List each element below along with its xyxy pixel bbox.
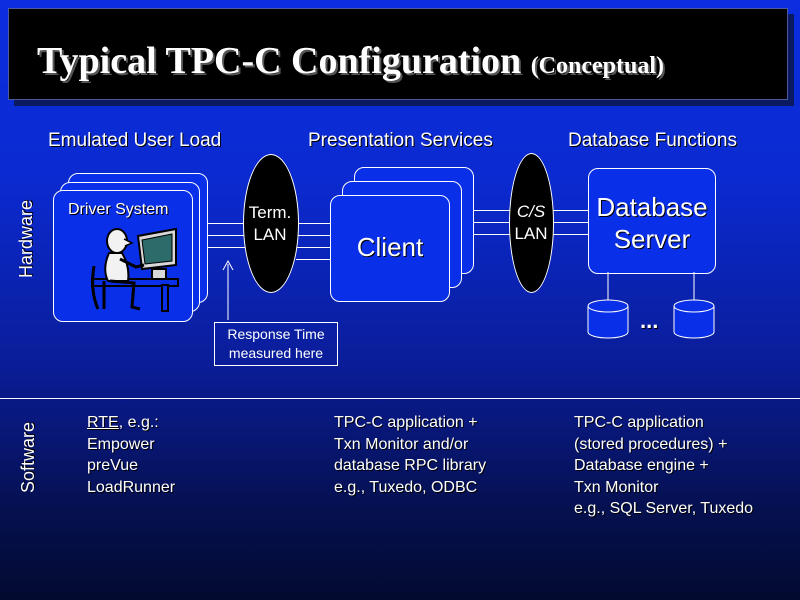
cs-lan-label: C/S LAN (500, 201, 562, 245)
rte-suffix: , e.g.: (118, 414, 159, 431)
software-left-line: LoadRunner (87, 478, 176, 496)
response-time-arrow-icon (222, 259, 234, 320)
slide-title: Typical TPC-C Configuration (Conceptual) (37, 39, 664, 83)
software-rte-line: RTE, e.g.: (87, 412, 175, 434)
software-right-line: Txn Monitor (574, 478, 659, 496)
software-middle-line: e.g., Tuxedo, ODBC (334, 478, 478, 496)
title-main: Typical TPC-C Configuration (37, 40, 522, 82)
client-label: Client (356, 232, 424, 262)
user-at-computer-icon (91, 227, 179, 312)
row-label-software: Software (18, 421, 38, 493)
database-server-line1: Database (596, 192, 708, 222)
database-server-label: Database Server (589, 191, 715, 255)
disk-icon (587, 299, 629, 339)
software-presentation-services: TPC-C application + Txn Monitor and/or d… (334, 412, 486, 498)
connector-line (296, 259, 332, 260)
column-heading-emulated-user-load: Emulated User Load (48, 130, 222, 151)
disks-more-ellipsis: ... (640, 308, 659, 333)
software-right-line: (stored procedures) + (574, 435, 728, 453)
software-right-line: Database engine + (574, 457, 709, 474)
database-server-line2: Server (613, 224, 691, 254)
disk-icon (673, 299, 715, 339)
disks-group (587, 272, 715, 339)
note-line1: Response Time (227, 326, 325, 342)
driver-system-box: Driver System (53, 190, 193, 322)
term-lan-line2: LAN (253, 225, 287, 244)
response-time-note: Response Time measured here (214, 322, 338, 366)
cs-lan-ellipse (509, 153, 554, 293)
term-lan-ellipse (243, 154, 299, 293)
rte-text: RTE (87, 414, 119, 431)
row-label-hardware: Hardware (16, 199, 36, 278)
note-line2: measured here (228, 345, 324, 361)
database-server-box: Database Server (588, 168, 716, 274)
software-middle-line: database RPC library (334, 457, 487, 474)
software-emulated-user-load: RTE, e.g.: Empower preVue LoadRunner (87, 412, 175, 498)
term-lan-label: Term. LAN (236, 202, 304, 246)
software-right-line: e.g., SQL Server, Tuxedo (574, 500, 754, 517)
cs-lan-line2: LAN (514, 224, 548, 243)
cs-lan-line1: C/S (516, 202, 546, 221)
driver-system-label: Driver System (68, 201, 169, 218)
client-box: Client (330, 195, 450, 302)
software-left-line: preVue (87, 457, 138, 474)
title-sub: (Conceptual) (530, 53, 665, 79)
hardware-software-divider (0, 398, 800, 399)
software-middle-line: Txn Monitor and/or (334, 435, 469, 453)
software-middle-line: TPC-C application + (334, 414, 478, 431)
term-lan-line1: Term. (248, 203, 292, 222)
column-heading-presentation-services: Presentation Services (308, 130, 493, 151)
software-database-functions: TPC-C application (stored procedures) + … (574, 412, 753, 520)
title-box: Typical TPC-C Configuration (Conceptual) (8, 8, 788, 100)
software-left-line: Empower (87, 435, 155, 453)
column-heading-database-functions: Database Functions (568, 130, 737, 151)
software-right-line: TPC-C application (574, 414, 704, 431)
